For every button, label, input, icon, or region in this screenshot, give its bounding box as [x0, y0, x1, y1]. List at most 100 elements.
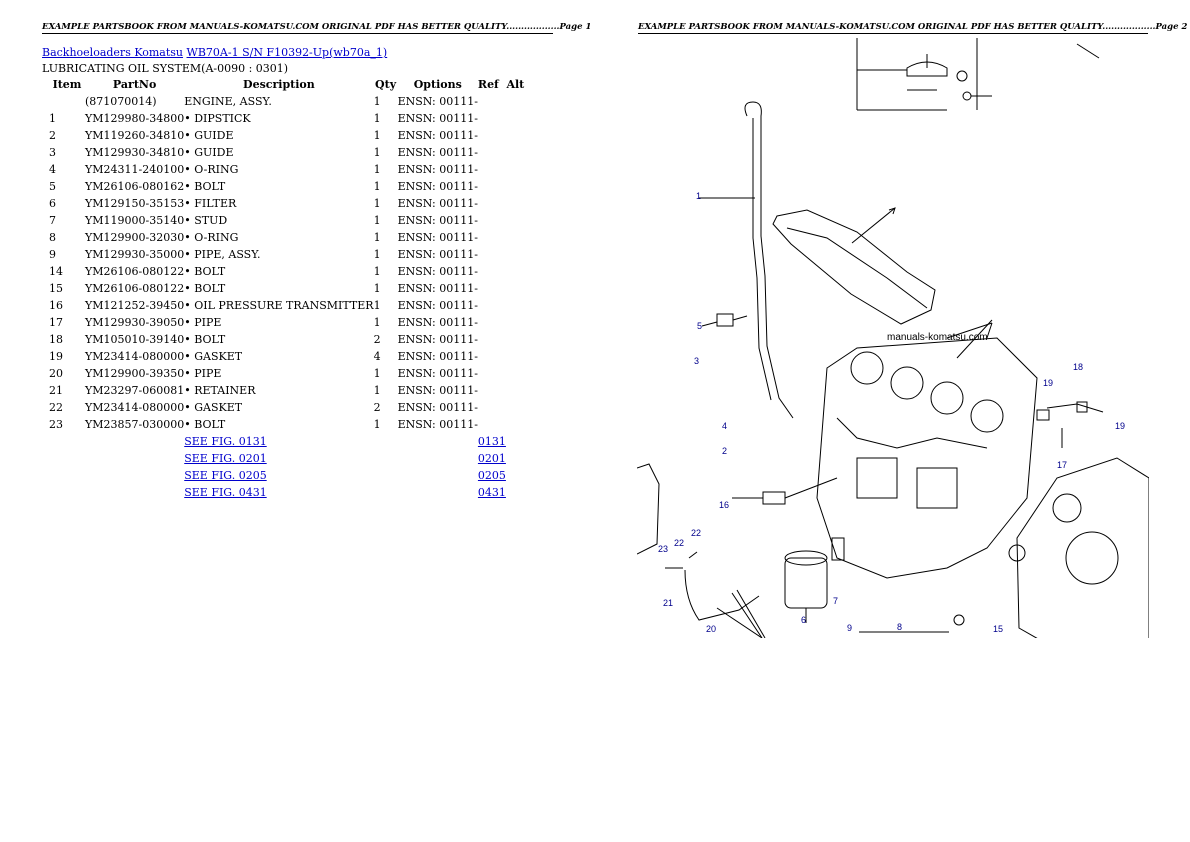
- cell-description: • PIPE, ASSY.: [184, 248, 261, 261]
- cell-qty: 2: [373, 401, 381, 414]
- cell-partno: YM26106-080122: [85, 282, 185, 295]
- cell-ref: [478, 161, 524, 178]
- callout-label: 19: [1115, 421, 1125, 431]
- see-fig-row: SEE FIG. 0201 0201: [42, 450, 524, 467]
- cell-description: • BOLT: [184, 180, 226, 193]
- see-fig-link[interactable]: SEE FIG. 0131: [184, 435, 267, 448]
- cell-item: 17: [49, 316, 63, 329]
- cell-qty: 1: [373, 282, 381, 295]
- cell-options: [398, 433, 478, 450]
- cell-partno: YM119000-35140: [85, 214, 185, 227]
- cell-qty: 1: [373, 418, 381, 431]
- cell-description: • BOLT: [184, 418, 226, 431]
- cell-ref: [478, 212, 524, 229]
- cell-qty: 1: [373, 299, 381, 312]
- cell-description: • STUD: [184, 214, 228, 227]
- ref-link[interactable]: 0205: [477, 469, 506, 482]
- cell-qty: 1: [373, 367, 381, 380]
- callout-label: 5: [697, 321, 702, 331]
- cell-see-fig: SEE FIG. 0131: [184, 433, 373, 450]
- cell-options: [398, 467, 478, 484]
- col-header-qty: Qty: [375, 78, 397, 91]
- callout-label: 22: [691, 528, 701, 538]
- ref-link[interactable]: 0201: [477, 452, 506, 465]
- callout-label: 20: [706, 624, 716, 634]
- cell-item: 8: [49, 231, 56, 244]
- callout-label: 8: [897, 622, 902, 632]
- cell-partno: YM129900-32030: [85, 231, 185, 244]
- cell-options: ENSN: 00111-: [397, 231, 478, 244]
- cell-partno: [85, 433, 184, 450]
- parts-diagram: manuals-komatsu.com 13542162222232120678…: [637, 38, 1149, 638]
- callout-label: 7: [833, 596, 838, 606]
- see-fig-row: SEE FIG. 0205 0205: [42, 467, 524, 484]
- callout-label: 19: [1043, 378, 1053, 388]
- cell-options: ENSN: 00111-: [397, 316, 478, 329]
- cell-item: 23: [49, 418, 63, 431]
- callout-label: 18: [1073, 362, 1083, 372]
- cell-description: • BOLT: [184, 282, 226, 295]
- cell-ref: [478, 382, 524, 399]
- cell-partno: YM119260-34810: [85, 129, 185, 142]
- cell-qty: 1: [373, 163, 381, 176]
- diagram-watermark: manuals-komatsu.com: [887, 332, 988, 343]
- page-header-right: EXAMPLE PARTSBOOK FROM MANUALS-KOMATSU.C…: [638, 22, 1188, 34]
- cell-partno: YM129980-34800: [85, 112, 185, 125]
- cell-options: ENSN: 00111-: [397, 163, 478, 176]
- cell-item: [42, 467, 85, 484]
- cell-qty: 1: [373, 112, 381, 125]
- cell-partno: YM121252-39450: [85, 299, 185, 312]
- col-header-options: Options: [413, 78, 462, 91]
- see-fig-link[interactable]: SEE FIG. 0205: [184, 469, 267, 482]
- see-fig-row: SEE FIG. 0131 0131: [42, 433, 524, 450]
- cell-options: ENSN: 00111-: [397, 112, 478, 125]
- breadcrumb-link-model[interactable]: WB70A-1 S/N F10392-Up(wb70a_1): [186, 46, 388, 59]
- cell-ref: [478, 416, 524, 433]
- breadcrumb: Backhoeloaders Komatsu WB70A-1 S/N F1039…: [42, 46, 387, 59]
- ref-link[interactable]: 0431: [477, 486, 506, 499]
- cell-see-fig: SEE FIG. 0431: [184, 484, 373, 501]
- cell-ref: [478, 127, 524, 144]
- cell-description: • GUIDE: [184, 129, 234, 142]
- see-fig-link[interactable]: SEE FIG. 0201: [184, 452, 267, 465]
- callout-label: 2: [722, 446, 727, 456]
- cell-options: ENSN: 00111-: [397, 180, 478, 193]
- callout-label: 16: [719, 500, 729, 510]
- cell-description: • GASKET: [184, 350, 243, 363]
- cell-qty: 1: [373, 231, 381, 244]
- cell-item: 19: [49, 350, 63, 363]
- cell-options: [398, 484, 478, 501]
- cell-description: • FILTER: [184, 197, 237, 210]
- ref-link[interactable]: 0131: [477, 435, 506, 448]
- cell-item: 3: [49, 146, 56, 159]
- cell-ref: [478, 110, 524, 127]
- cell-options: ENSN: 00111-: [397, 367, 478, 380]
- cell-ref: [478, 297, 524, 314]
- cell-partno: (871070014): [85, 95, 157, 108]
- cell-options: ENSN: 00111-: [397, 265, 478, 278]
- see-fig-link[interactable]: SEE FIG. 0431: [184, 486, 267, 499]
- cell-partno: YM24311-240100: [85, 163, 185, 176]
- col-header-item: Item: [52, 78, 82, 91]
- cell-description: • RETAINER: [184, 384, 256, 397]
- callout-label: 21: [663, 598, 673, 608]
- cell-item: 21: [49, 384, 63, 397]
- cell-options: ENSN: 00111-: [397, 214, 478, 227]
- cell-ref: 0431: [478, 484, 524, 501]
- cell-options: ENSN: 00111-: [397, 197, 478, 210]
- cell-item: [42, 450, 85, 467]
- col-header-description: Description: [243, 78, 315, 91]
- cell-description: • DIPSTICK: [184, 112, 251, 125]
- table-header-row: Item PartNo Description Qty Options Ref …: [42, 76, 525, 93]
- cell-item: [42, 93, 85, 110]
- breadcrumb-link-model-family[interactable]: Backhoeloaders Komatsu: [42, 46, 184, 59]
- cell-see-fig: SEE FIG. 0205: [184, 467, 373, 484]
